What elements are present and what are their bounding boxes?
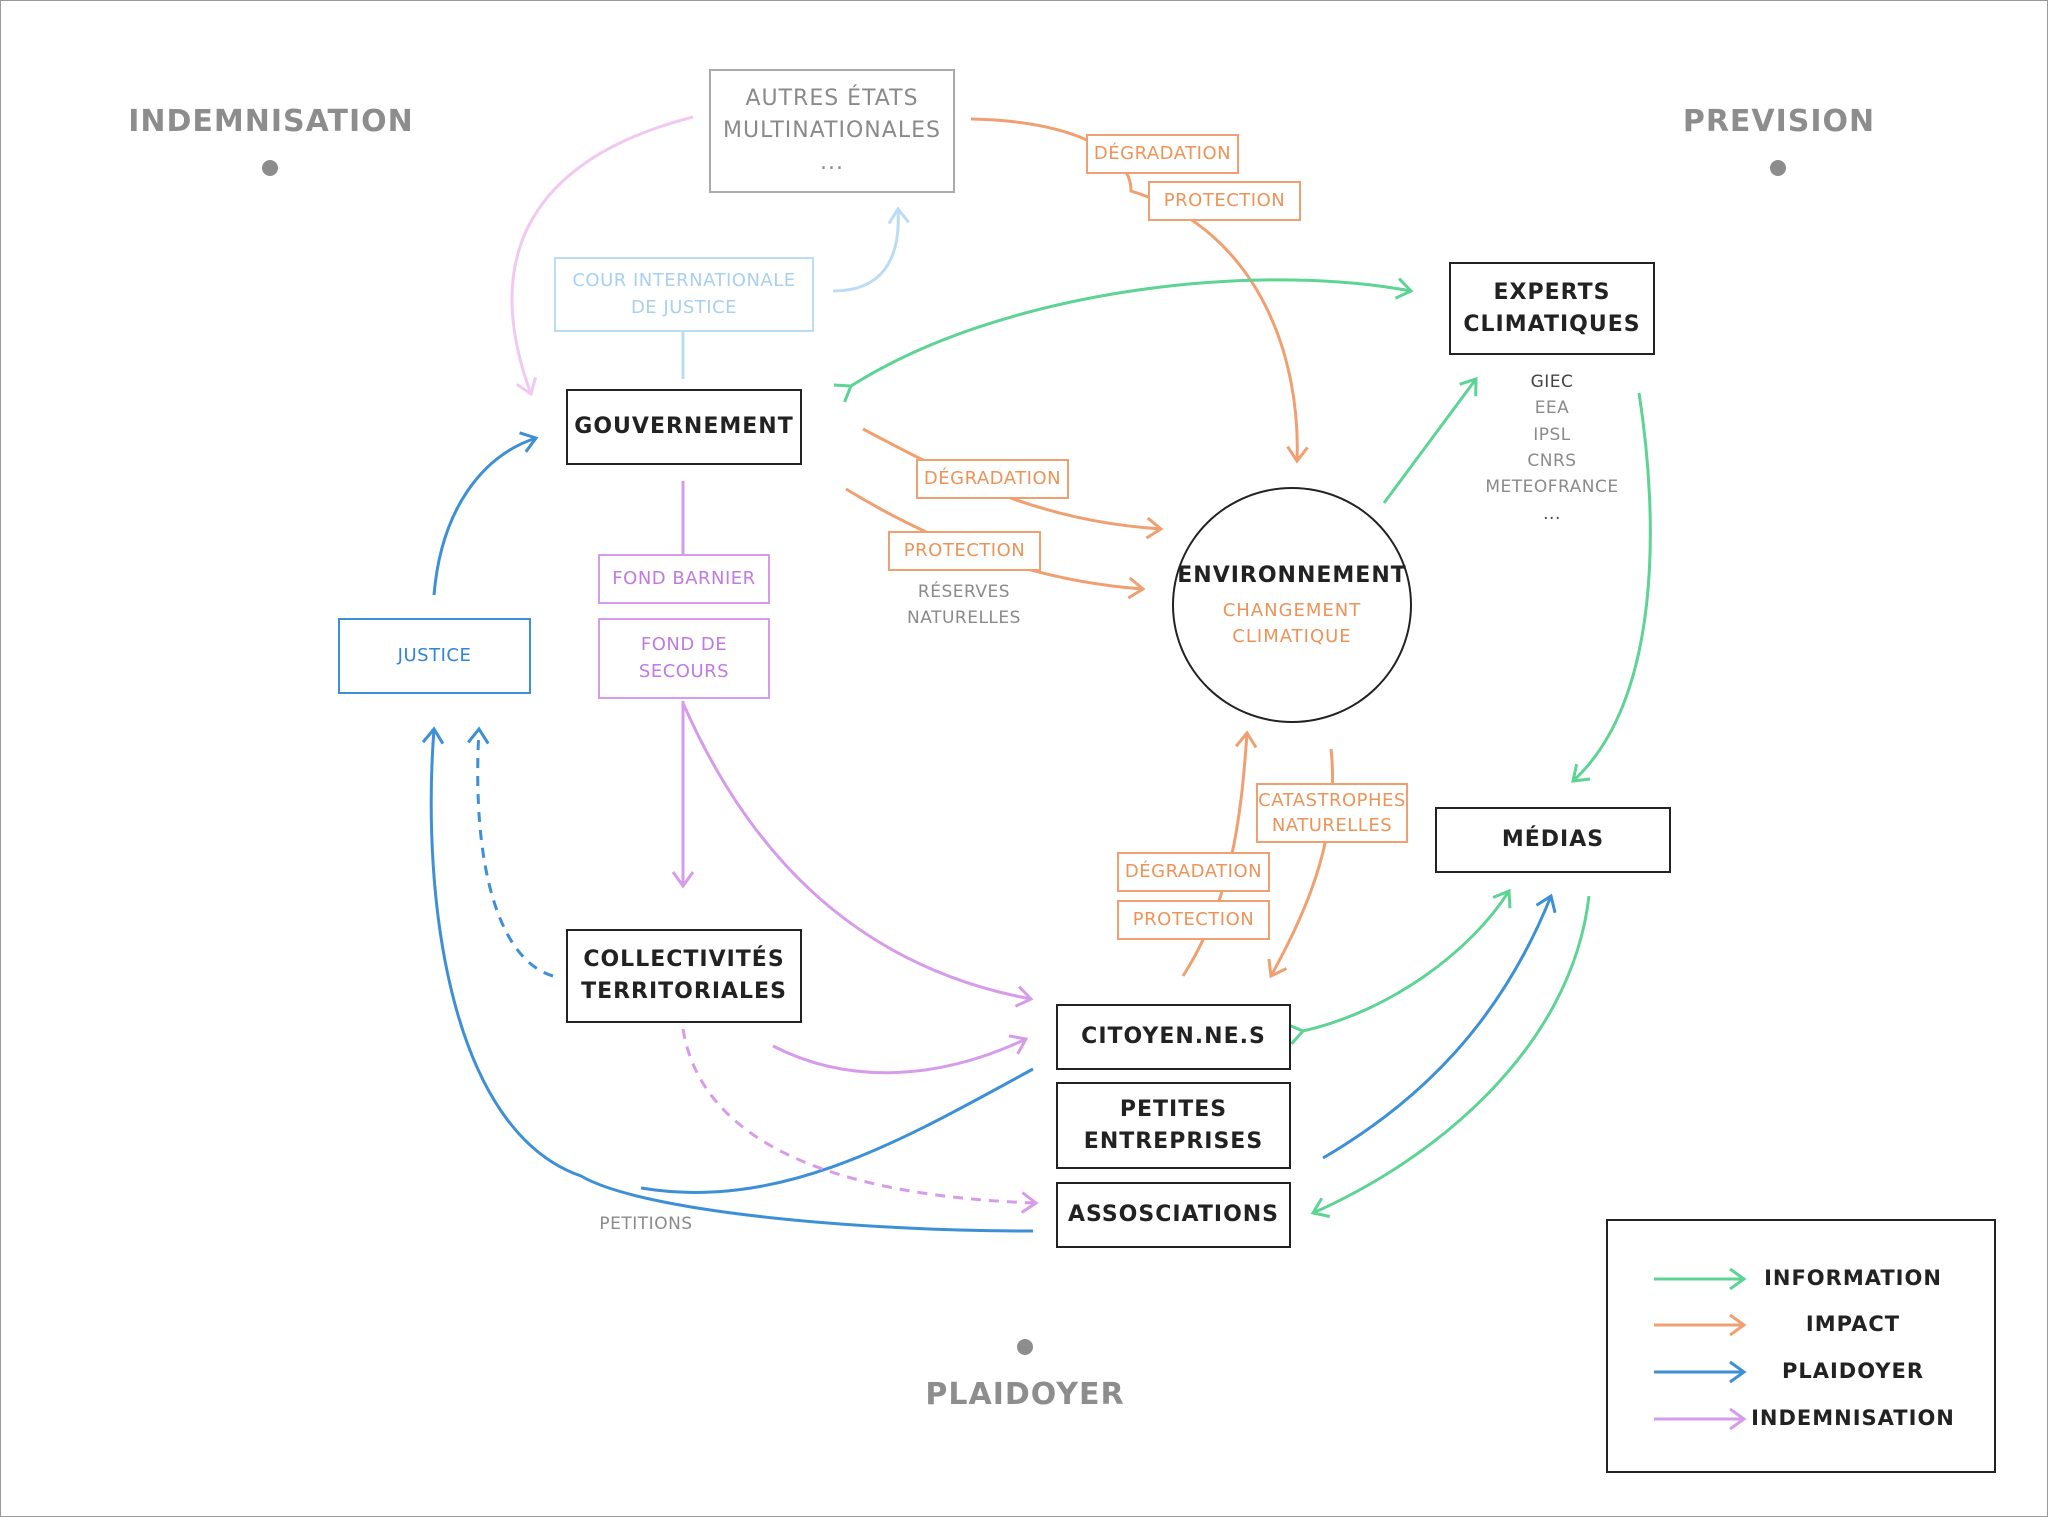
node-cour-internationale: COUR INTERNATIONALE DE JUSTICE (554, 257, 814, 332)
autres-etats-line2: MULTINATIONALES (723, 118, 941, 144)
node-collectivites: COLLECTIVITÉS TERRITORIALES (566, 929, 802, 1023)
fond-secours-line1: FOND DE (640, 634, 728, 656)
tag-catastrophes-naturelles: CATASTROPHES NATURELLES (1256, 783, 1408, 843)
edge-collectivites-to-citoyens (772, 1034, 1029, 1075)
experts-list-item: METEOFRANCE (1485, 477, 1619, 498)
experts-list-item: IPSL (1533, 424, 1571, 445)
collectivites-line2: TERRITORIALES (581, 979, 787, 1004)
edge-entreprises-to-medias (1322, 893, 1557, 1160)
node-environnement: ENVIRONNEMENT CHANGEMENT CLIMATIQUE (1172, 487, 1412, 723)
node-medias: MÉDIAS (1435, 807, 1671, 873)
edge-medias-to-associations (1310, 895, 1591, 1218)
environnement-sub2: CLIMATIQUE (1232, 625, 1352, 647)
edge-justice-to-gouvernement (432, 431, 539, 596)
edge-collectivites-to-associations (681, 1028, 1039, 1214)
experts-line1: EXPERTS (1493, 279, 1611, 305)
node-petites-entreprises: PETITES ENTREPRISES (1056, 1082, 1291, 1169)
fond-secours-line2: SECOURS (638, 660, 730, 682)
environnement-sub: CHANGEMENT CLIMATIQUE (1223, 598, 1362, 650)
tag-degradation-top: DÉGRADATION (1086, 134, 1239, 174)
tag-protection-mid: PROTECTION (888, 531, 1041, 571)
petites-entreprises-line1: PETITES (1119, 1096, 1228, 1122)
cour-line1: COUR INTERNATIONALE (572, 270, 796, 292)
node-fond-barnier: FOND BARNIER (598, 554, 770, 604)
legend-arrow-plaidoyer (1654, 1360, 1747, 1384)
corner-prevision: PREVISION (1682, 104, 1876, 139)
legend-row-indemnisation: INDEMNISATION (1608, 1399, 1994, 1439)
tag-protection-low: PROTECTION (1117, 900, 1270, 940)
legend-row-information: INFORMATION (1608, 1259, 1994, 1299)
environnement-sub1: CHANGEMENT (1222, 599, 1362, 621)
text-petitions: PETITIONS (599, 1214, 693, 1234)
edge-associations-to-justice (421, 726, 1034, 1233)
legend-label-indemnisation: INDEMNISATION (1751, 1406, 1955, 1430)
legend-label-impact: IMPACT (1805, 1312, 1901, 1336)
edge-citoyens-petitions (640, 1067, 1034, 1194)
edge-environnement-to-citoyens (1267, 748, 1335, 979)
collectivites-line1: COLLECTIVITÉS (583, 947, 785, 973)
corner-indemnisation: INDEMNISATION (128, 104, 414, 139)
experts-list-item: CNRS (1527, 451, 1577, 472)
edge-experts-to-medias (1571, 392, 1652, 783)
experts-list: GIEC EEA IPSL CNRS METEOFRANCE ... (1469, 369, 1635, 527)
catastrophes-line1: CATASTROPHES (1258, 789, 1406, 811)
reserves-line2: NATURELLES (907, 608, 1021, 629)
tag-protection-top: PROTECTION (1148, 181, 1301, 221)
edge-environnement-to-experts (1382, 376, 1478, 504)
legend: INFORMATION IMPACT PLAIDOYER INDEMNISATI… (1606, 1219, 1996, 1473)
legend-label-information: INFORMATION (1764, 1266, 1942, 1290)
autres-etats-line3: ... (820, 149, 844, 175)
edge-collectivites-to-justice (467, 726, 554, 978)
corner-plaidoyer: PLAIDOYER (925, 1377, 1125, 1412)
legend-arrow-information (1654, 1267, 1747, 1291)
edge-cour-to-autres (832, 206, 910, 293)
node-citoyens: CITOYEN.NE.S (1056, 1004, 1291, 1070)
legend-label-plaidoyer: PLAIDOYER (1781, 1359, 1925, 1383)
edge-medias-citoyens (1286, 888, 1512, 1045)
experts-line2: CLIMATIQUES (1463, 311, 1641, 337)
catastrophes-line2: NATURELLES (1271, 815, 1393, 836)
node-autres-etats: AUTRES ÉTATS MULTINATIONALES ... (709, 69, 955, 193)
petites-entreprises-line2: ENTREPRISES (1083, 1128, 1264, 1154)
cour-line2: DE JUSTICE (630, 296, 738, 318)
autres-etats-line1: AUTRES ÉTATS (745, 86, 919, 112)
corner-dot-indemnisation (262, 160, 278, 176)
tag-degradation-mid: DÉGRADATION (916, 459, 1069, 499)
node-gouvernement: GOUVERNEMENT (566, 389, 802, 465)
experts-list-item: EEA (1534, 398, 1570, 419)
environnement-title: ENVIRONNEMENT (1177, 562, 1407, 588)
corner-dot-plaidoyer (1017, 1339, 1033, 1355)
text-reserves-naturelles: RÉSERVES NATURELLES (889, 579, 1039, 632)
edge-gouv-experts (833, 277, 1414, 403)
node-associations: ASSOSCIATIONS (1056, 1182, 1291, 1248)
node-fond-secours: FOND DE SECOURS (598, 618, 770, 699)
experts-list-item: ... (1543, 503, 1561, 524)
corner-dot-prevision (1770, 160, 1786, 176)
reserves-line1: RÉSERVES (917, 582, 1011, 602)
edge-fond-to-citoyens (681, 702, 1034, 1008)
experts-list-item: GIEC (1530, 372, 1574, 392)
edge-autres-to-gouvernement (510, 115, 694, 397)
tag-degradation-low: DÉGRADATION (1117, 852, 1270, 892)
legend-arrow-impact (1654, 1313, 1747, 1337)
legend-row-impact: IMPACT (1608, 1305, 1994, 1345)
legend-row-plaidoyer: PLAIDOYER (1608, 1352, 1994, 1392)
node-justice: JUSTICE (338, 618, 531, 694)
node-experts-climatiques: EXPERTS CLIMATIQUES (1449, 262, 1655, 355)
legend-arrow-indemnisation (1654, 1407, 1747, 1431)
